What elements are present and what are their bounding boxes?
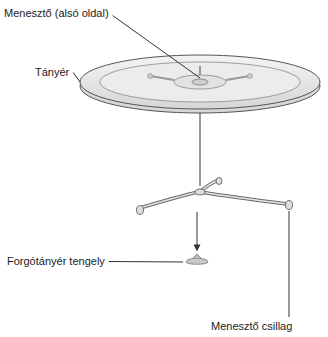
- assembly-line: [200, 113, 201, 186]
- leader-line: [113, 16, 200, 79]
- turntable-shaft: [186, 254, 208, 264]
- part-label: Menesztő csillag: [210, 320, 293, 333]
- leader-line: [109, 261, 183, 263]
- glass-plate: [80, 55, 320, 113]
- leader-line: [73, 73, 80, 83]
- leader-line: [289, 211, 290, 317]
- part-label: Forgótányér tengely: [6, 255, 106, 268]
- part-label: Menesztő (alsó oldal): [3, 7, 110, 20]
- assembly-arrow: [197, 212, 198, 250]
- part-label: Tányér: [34, 66, 70, 79]
- roller-star: [137, 178, 293, 215]
